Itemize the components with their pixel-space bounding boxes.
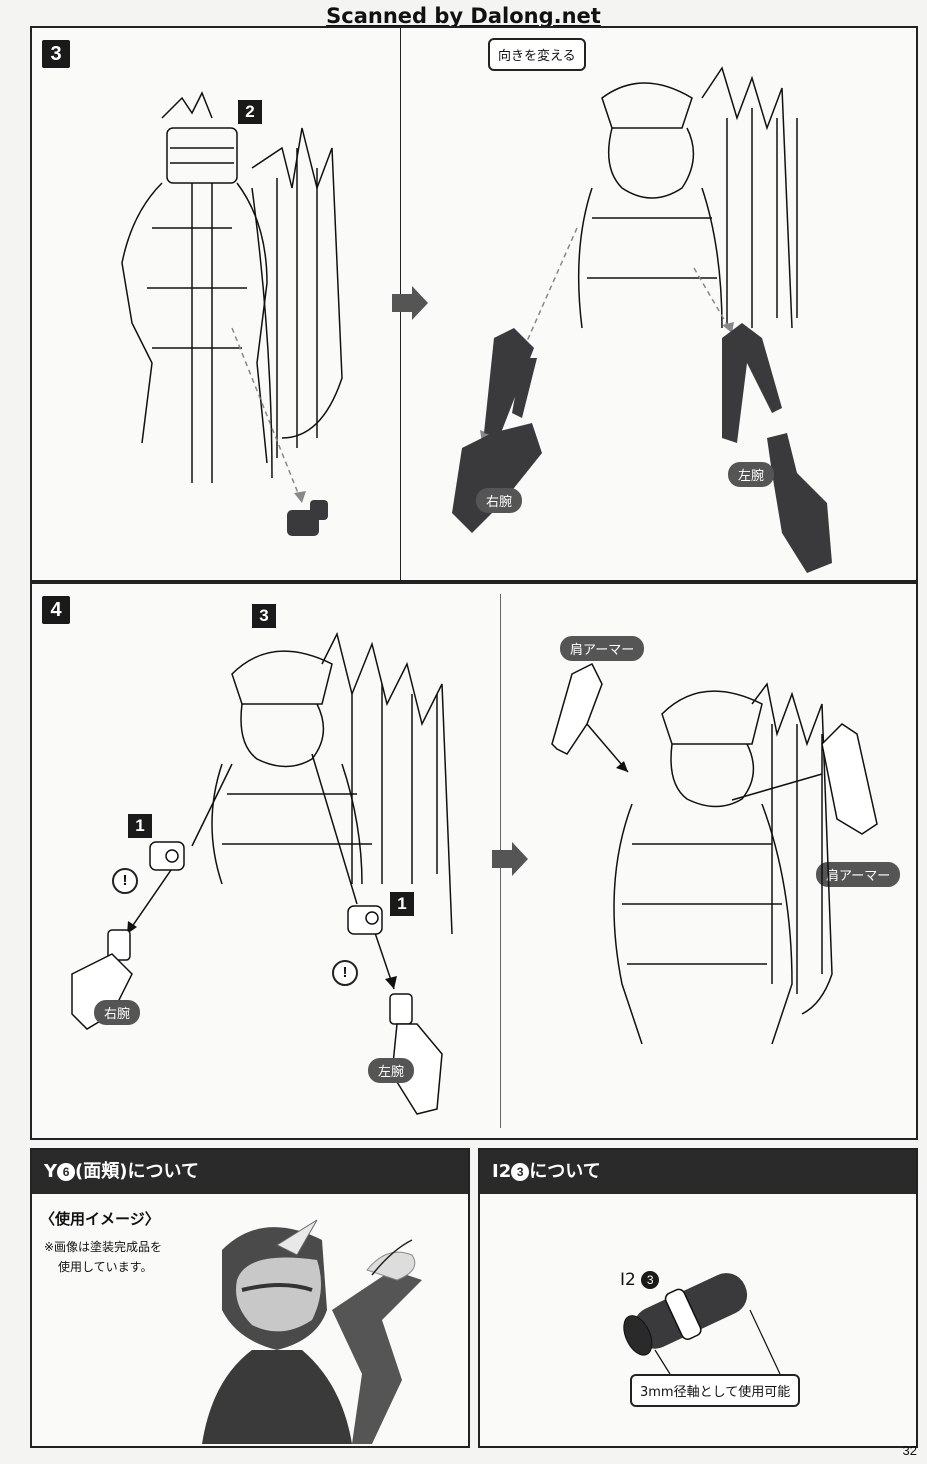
step4-shoulder-armor-right <box>821 723 878 835</box>
step3-figure-right <box>577 66 798 329</box>
step3-label-right-arm: 右腕 <box>476 488 523 513</box>
i2-part-label-prefix: I2 <box>620 1270 636 1290</box>
step4-left-guides <box>71 753 443 1115</box>
step4-label-left-arm: 左腕 <box>368 1058 415 1083</box>
y6-note-line2: 使用しています。 <box>58 1260 153 1274</box>
step4-figure-right <box>613 682 833 1045</box>
step3-label-left-arm: 左腕 <box>728 462 775 487</box>
i2-title-prefix: I2 <box>492 1161 512 1182</box>
y6-title-prefix: Y <box>44 1161 58 1182</box>
y6-title-num: 6 <box>57 1163 76 1181</box>
i2-part-label: I2 3 <box>620 1270 660 1290</box>
i2-part-label-num: 3 <box>641 1271 660 1289</box>
step3-panel: 3 2 向きを変える <box>30 26 918 582</box>
step4-caution-icon-left: ! <box>112 868 138 894</box>
i2-shaft-part <box>623 1273 748 1356</box>
step3-right-arm-armor <box>484 328 537 438</box>
step3-right-guides <box>452 227 832 573</box>
step3-left-arm-part <box>767 433 832 573</box>
step3-part-badge: 2 <box>238 100 262 124</box>
step4-right-guides <box>551 662 878 835</box>
step3-next-arrow <box>392 286 428 320</box>
i2-callout: 3mm径軸として使用可能 <box>630 1374 801 1407</box>
step3-callout-change-direction: 向きを変える <box>488 38 586 71</box>
y6-title-suffix: (面頬)について <box>75 1161 199 1182</box>
y6-usage-photo <box>182 1210 452 1444</box>
step3-right-arm-part <box>452 423 542 533</box>
step4-label-right-arm: 右腕 <box>94 1000 141 1025</box>
step4-figure-left <box>211 631 453 935</box>
step4-shoulder-armor-left <box>551 662 603 755</box>
step4-part-badge-right: 1 <box>390 892 414 916</box>
watermark: Scanned by Dalong.net <box>326 4 601 28</box>
step3-dashed-guide-left <box>231 327 328 536</box>
step4-elbow-part-left <box>149 841 185 871</box>
step4-caution-icon-right: ! <box>332 960 358 986</box>
step4-right-arm <box>71 929 133 1030</box>
i2-callout-leaders <box>654 1309 781 1375</box>
step3-number: 3 <box>42 40 70 68</box>
y6-usage-heading: 〈使用イメージ〉 <box>40 1210 160 1228</box>
step4-number: 4 <box>42 596 70 624</box>
step3-small-part <box>287 500 328 536</box>
step3-left-arm-armor <box>722 323 782 443</box>
step4-label-shoulder-armor-top: 肩アーマー <box>560 636 645 661</box>
step4-part-badge-left: 1 <box>128 814 152 838</box>
y6-note-line1: ※画像は塗装完成品を <box>44 1240 163 1254</box>
i2-title-suffix: について <box>529 1161 601 1182</box>
step4-elbow-part-right <box>347 905 383 935</box>
step4-label-shoulder-armor-right: 肩アーマー <box>816 862 901 887</box>
step4-part-badge: 3 <box>252 604 276 628</box>
step4-panel: 4 3 <box>30 582 918 1140</box>
step3-figure-left <box>121 91 343 483</box>
i2-title-num: 3 <box>511 1163 530 1181</box>
page-number: 32 <box>902 1443 917 1458</box>
step4-next-arrow <box>492 842 528 876</box>
